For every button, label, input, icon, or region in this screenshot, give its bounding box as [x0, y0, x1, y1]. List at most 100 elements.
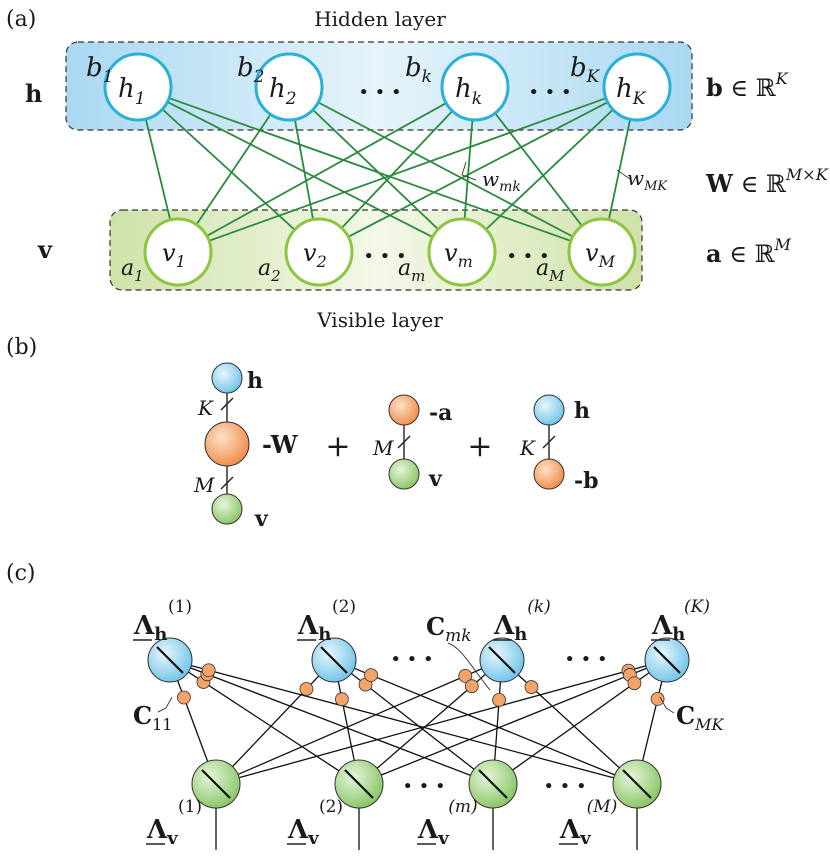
- hidden-ellipsis: • • •: [390, 649, 433, 670]
- hidden-bias-label: b1: [86, 53, 113, 87]
- visible-tensor-node: [334, 759, 384, 809]
- visible-lambda-sup: (M): [587, 797, 618, 817]
- term2-top-label: -a: [429, 400, 452, 426]
- term1-weight-tensor: [204, 421, 250, 467]
- hidden-lambda-label: Λh: [133, 611, 167, 645]
- term1-top-label: h: [247, 368, 263, 394]
- visible-bias-definition: a ∈ ℝM: [706, 235, 792, 268]
- hidden-node-2: [254, 52, 324, 122]
- term2-bias-node: [388, 394, 420, 426]
- coupling-node: [627, 676, 642, 691]
- visible-node-2: [284, 217, 354, 287]
- term1-dim-slash: [220, 397, 234, 411]
- coupling-node: [464, 679, 479, 694]
- coupling-edge: [512, 672, 650, 771]
- plus-sign: +: [467, 429, 492, 464]
- visible-unit-label: vm: [444, 239, 473, 271]
- weight-edge: [463, 119, 474, 220]
- visible-lambda-label: Λv: [287, 815, 319, 849]
- c11-leader: [157, 696, 173, 713]
- hidden-unit-label: h2: [269, 74, 297, 109]
- visible-tensor-node: [612, 759, 662, 809]
- hidden-tensor-node: [479, 637, 525, 683]
- visible-lambda-label: Λv: [417, 815, 449, 849]
- term1-bot-dim: M: [193, 473, 215, 497]
- coupling-cMK-label: CMK: [676, 701, 724, 734]
- weight-matrix-definition: W ∈ ℝM×K: [705, 165, 829, 198]
- visible-bias-label: aM: [536, 256, 565, 285]
- weight-edge: [485, 108, 614, 231]
- visible-lambda-sup: (m): [448, 797, 477, 817]
- cmk-leader: [447, 642, 491, 691]
- coupling-node: [492, 692, 507, 707]
- weight-edge: [294, 119, 314, 220]
- term2-bot-label: v: [428, 466, 443, 492]
- weight-edge: [161, 108, 296, 231]
- weight-edge: [195, 113, 272, 226]
- coupling-edge: [350, 673, 475, 770]
- visible-lambda-label: Λv: [146, 815, 178, 849]
- hidden-layer-title: Hidden layer: [314, 7, 446, 31]
- hidden-bias-label: b2: [237, 53, 264, 87]
- weight-MK-leader: [616, 169, 631, 180]
- hidden-layer-band: [65, 41, 693, 131]
- hidden-lambda-sup: (k): [527, 597, 551, 617]
- term2-dim: M: [372, 436, 394, 460]
- coupling-nodes: [177, 663, 665, 707]
- weight-edge: [347, 101, 609, 238]
- visible-layer-title: Visible layer: [316, 308, 443, 332]
- term3-hidden-node: [533, 394, 565, 426]
- hidden-lambda-sup: (2): [332, 597, 356, 617]
- coupling-node: [364, 668, 378, 683]
- panel-a-label: (a): [6, 7, 36, 32]
- term2-dim-slash: [397, 435, 411, 449]
- term1-hidden-node: [211, 362, 243, 394]
- coupling-edge: [191, 665, 614, 779]
- coupling-edge: [190, 667, 471, 777]
- term3-bias-node: [533, 458, 565, 490]
- hidden-node-k: [440, 52, 510, 122]
- hidden-unit-label: hk: [455, 74, 482, 109]
- hidden-ellipsis: • • •: [564, 649, 607, 670]
- weight-edge: [166, 101, 434, 238]
- weight-edge: [607, 119, 632, 220]
- visible-bias-label: a2: [258, 256, 281, 285]
- hidden-ellipsis: • • •: [528, 82, 571, 103]
- visible-ellipsis: • • •: [402, 776, 445, 797]
- coupling-edge: [354, 667, 616, 776]
- visible-node-m: [427, 217, 497, 287]
- weight-edge: [317, 101, 574, 238]
- hidden-lambda-label: Λh: [493, 611, 527, 645]
- term1-mid-label: -W: [262, 430, 299, 459]
- hidden-tensor-node: [311, 637, 357, 683]
- visible-lambda-sup: (2): [319, 797, 343, 817]
- panel-b-label: (b): [6, 335, 37, 360]
- visible-bias-label: am: [398, 256, 425, 285]
- hidden-lambda-label: Λh: [651, 611, 685, 645]
- term1-top-dim: K: [197, 396, 214, 420]
- coupling-node: [177, 690, 191, 705]
- term3-bot-label: -b: [574, 468, 599, 494]
- term1-dim-slash: [220, 476, 234, 490]
- visible-ellipsis: • • •: [363, 246, 406, 267]
- weight-mk-leader: [461, 161, 477, 181]
- visible-unit-label: v1: [162, 239, 186, 271]
- weight-edge: [206, 102, 447, 237]
- hidden-lambda-sup: (K): [684, 597, 710, 617]
- hidden-lambda-sup: (1): [168, 597, 192, 617]
- term3-dim-slash: [542, 435, 556, 449]
- term3-dim: K: [519, 436, 536, 460]
- coupling-node: [299, 682, 314, 696]
- term3-top-label: h: [574, 398, 590, 424]
- visible-lambda-label: Λv: [559, 815, 591, 849]
- weight-edges: [144, 97, 632, 242]
- visible-lambda-sup: (1): [178, 797, 202, 817]
- hidden-ellipsis: • • •: [358, 82, 401, 103]
- hidden-unit-label: h1: [118, 74, 146, 109]
- term1-bot-label: v: [254, 506, 269, 532]
- hidden-lambda-label: Λh: [297, 611, 331, 645]
- coupling-edge: [238, 665, 646, 779]
- weight-edge: [144, 118, 172, 221]
- visible-tensor-node: [468, 759, 518, 809]
